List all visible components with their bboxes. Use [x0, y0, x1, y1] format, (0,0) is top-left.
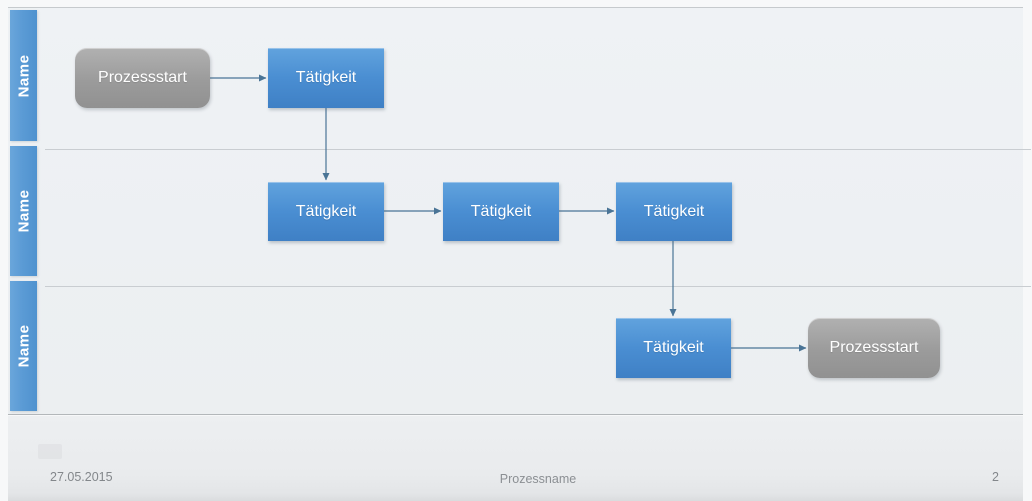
slide-footer: 27.05.2015 Prozessname 2 — [8, 416, 1023, 501]
task-node-5: Tätigkeit — [616, 318, 731, 378]
lane-label: Name — [15, 189, 32, 233]
node-label: Prozessstart — [98, 69, 187, 86]
footer-process-name: Prozessname — [499, 472, 577, 486]
lane-label: Name — [15, 324, 32, 368]
lane-divider — [45, 286, 1031, 287]
process-end-node: Prozessstart — [808, 318, 940, 378]
node-label: Prozessstart — [829, 339, 919, 356]
footer-date: 27.05.2015 — [50, 470, 113, 484]
task-node-2: Tätigkeit — [268, 182, 384, 241]
lane-divider — [45, 149, 1031, 150]
lane-label: Name — [15, 54, 32, 97]
node-label: Tätigkeit — [643, 202, 705, 220]
node-label: Tätigkeit — [643, 339, 704, 356]
task-node-3: Tätigkeit — [443, 182, 559, 241]
footer-page-number: 2 — [992, 470, 999, 484]
node-label: Tätigkeit — [295, 202, 357, 220]
lane-bar-3: Name — [10, 281, 37, 411]
lane-bar-2: Name — [10, 146, 37, 276]
node-label: Tätigkeit — [470, 202, 532, 220]
lane-bar-1: Name — [10, 10, 37, 141]
faint-watermark — [38, 444, 62, 459]
node-label: Tätigkeit — [295, 69, 357, 86]
task-node-1: Tätigkeit — [268, 48, 384, 108]
task-node-4: Tätigkeit — [616, 182, 732, 241]
process-start-node: Prozessstart — [75, 48, 210, 108]
